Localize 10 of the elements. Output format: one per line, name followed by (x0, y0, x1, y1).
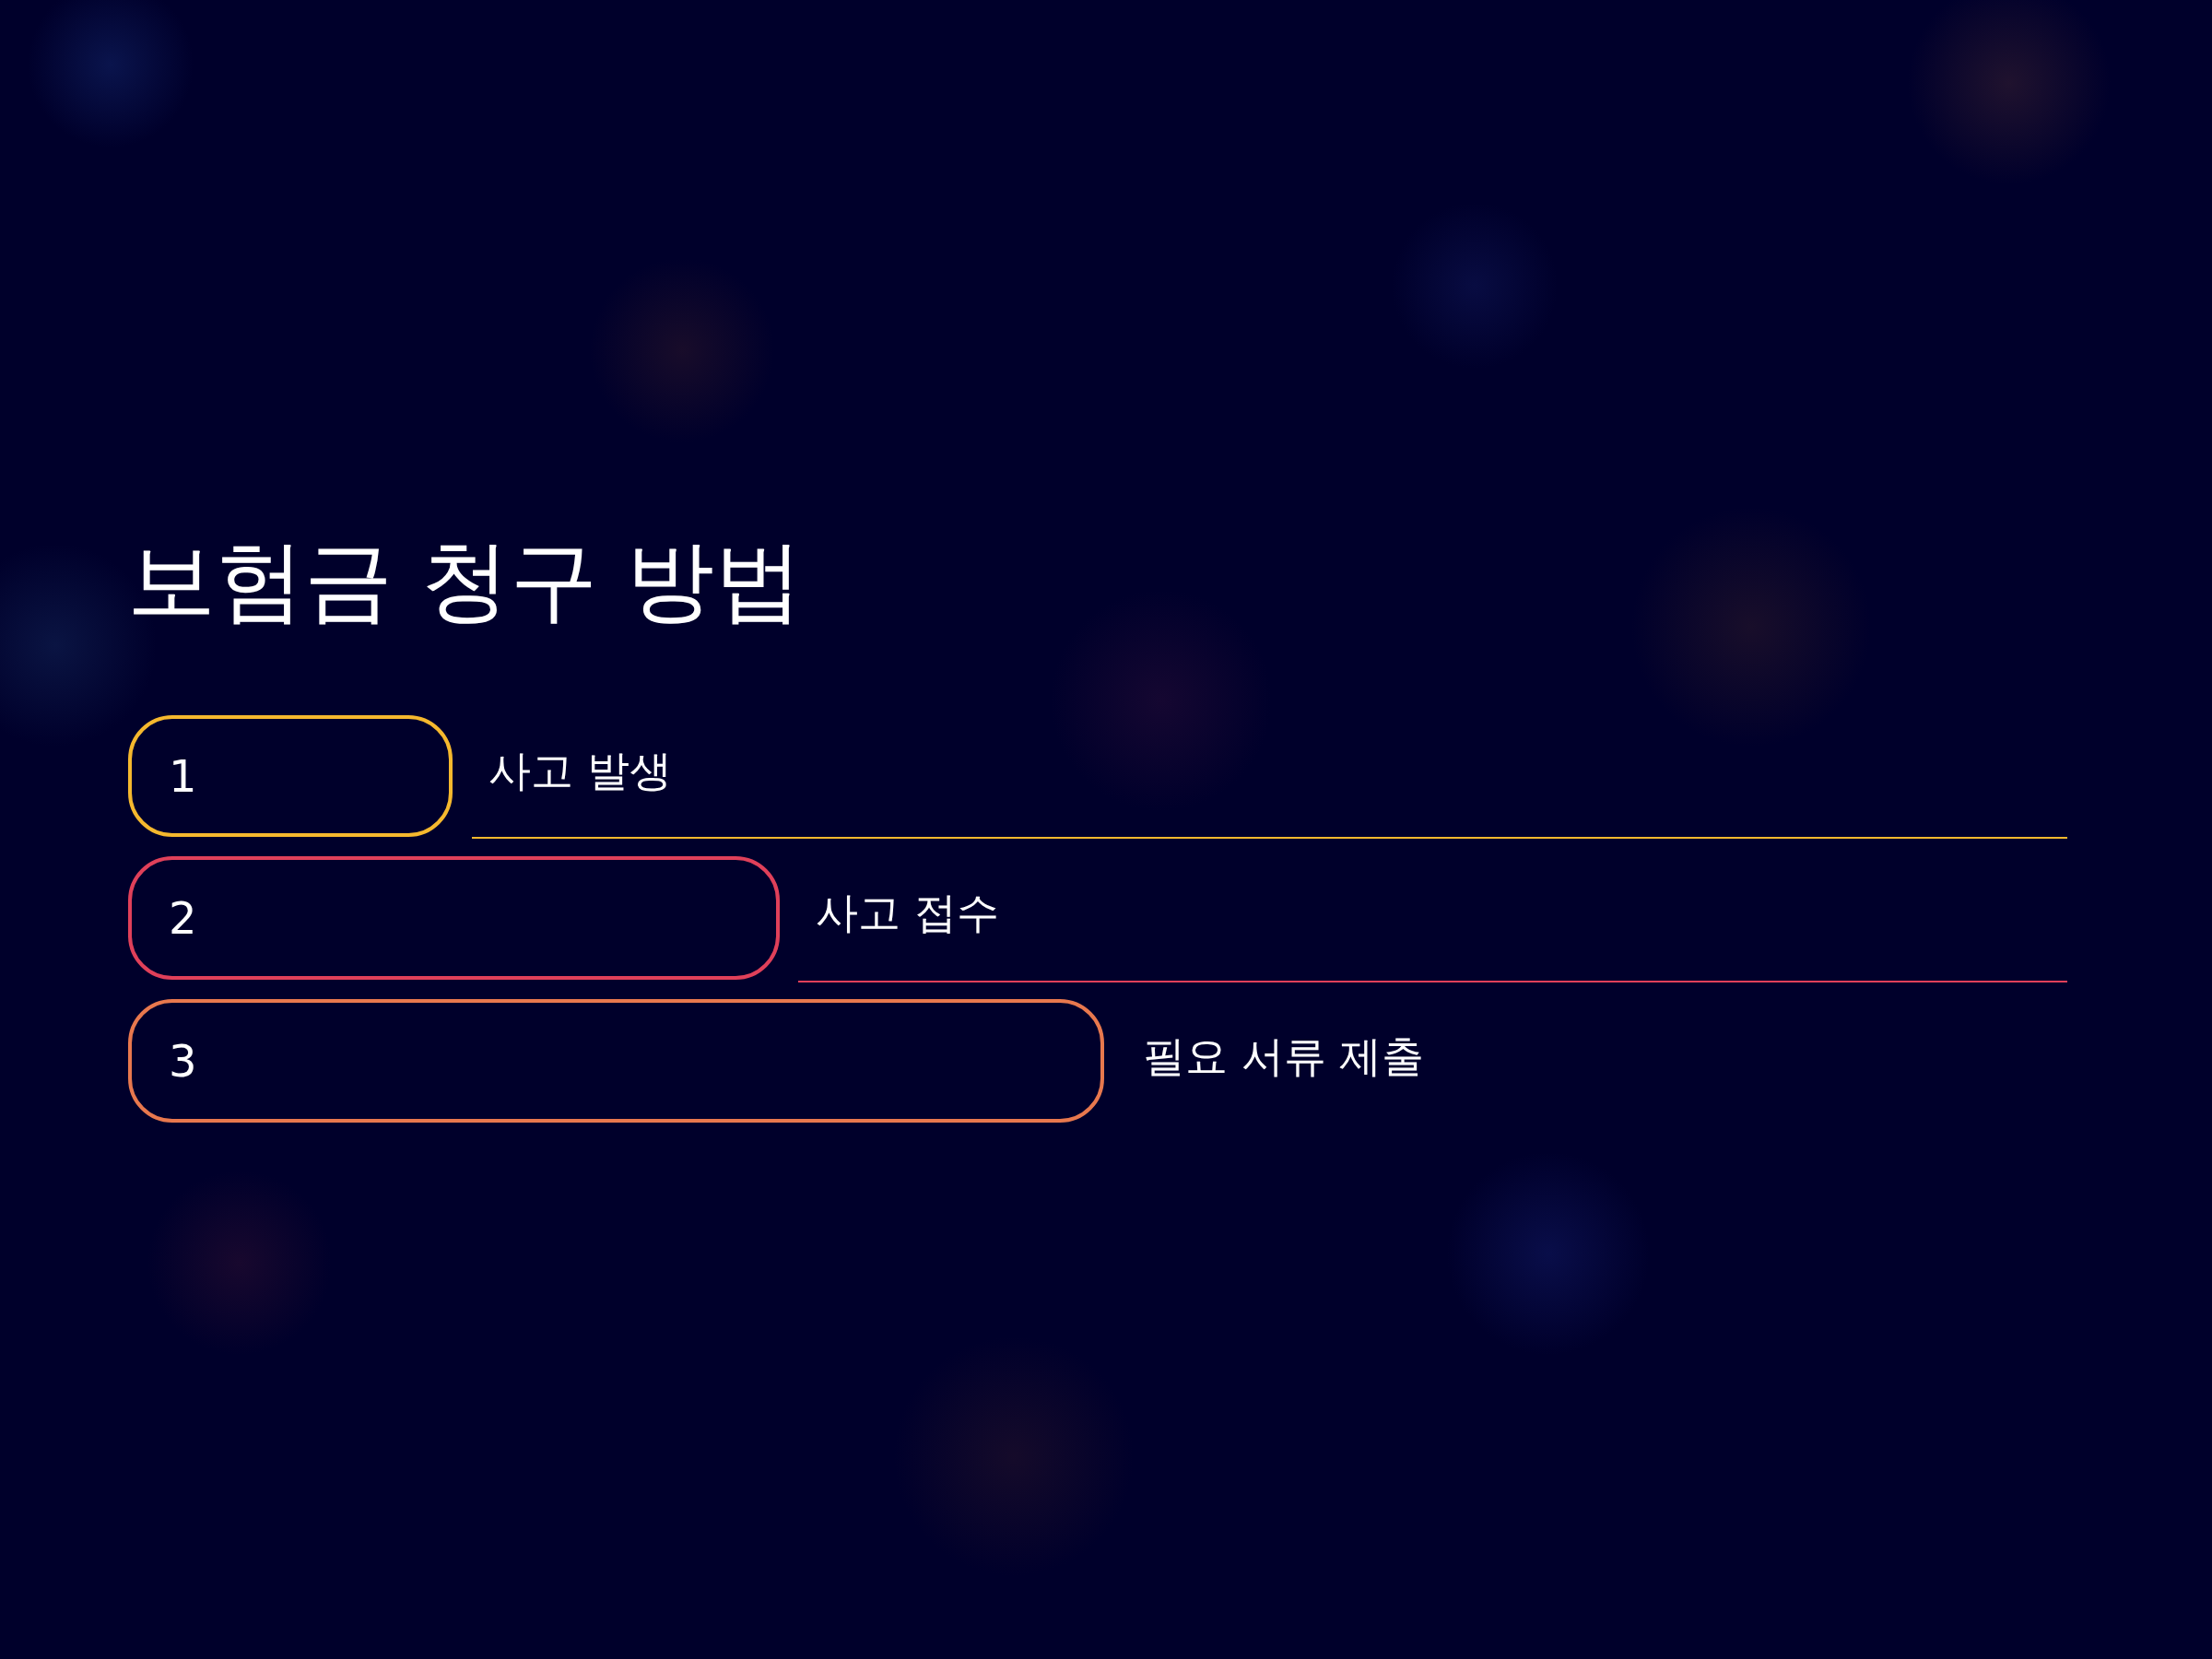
step-number: 3 (169, 1034, 197, 1088)
slide-title: 보험금 청구 방법 (127, 528, 804, 634)
step-label: 사고 접수 (816, 887, 999, 939)
step-label: 필요 서류 제출 (1143, 1030, 1425, 1083)
step-label: 사고 발생 (488, 745, 672, 797)
step-box (128, 999, 1104, 1123)
step-number: 2 (169, 891, 197, 946)
step-box (128, 715, 453, 837)
step-number: 1 (169, 749, 197, 804)
step-box (128, 856, 780, 980)
